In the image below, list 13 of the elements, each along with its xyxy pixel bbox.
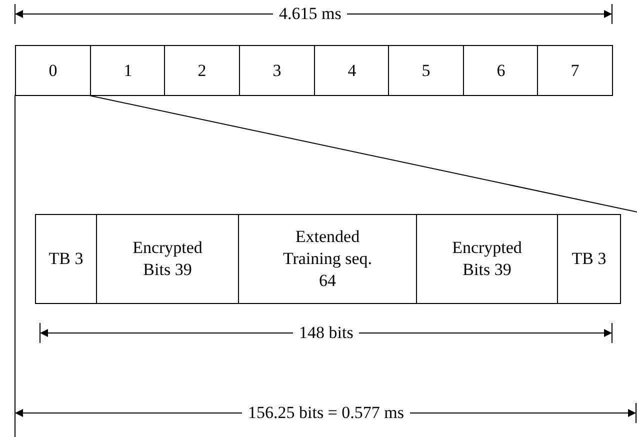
time-slot: 0	[15, 45, 91, 96]
time-slot: 3	[239, 45, 315, 96]
time-slot: 1	[90, 45, 166, 96]
burst-field: TB 3	[35, 214, 97, 304]
time-slot: 5	[388, 45, 464, 96]
burst-field: TB 3	[557, 214, 621, 304]
burst-field: Encrypted Bits 39	[96, 214, 239, 304]
burst-field: Extended Training seq. 64	[238, 214, 417, 304]
time-slot: 6	[463, 45, 539, 96]
burst-field: Encrypted Bits 39	[416, 214, 558, 304]
time-slot: 4	[314, 45, 390, 96]
time-slot: 7	[537, 45, 613, 96]
time-slot: 2	[164, 45, 240, 96]
